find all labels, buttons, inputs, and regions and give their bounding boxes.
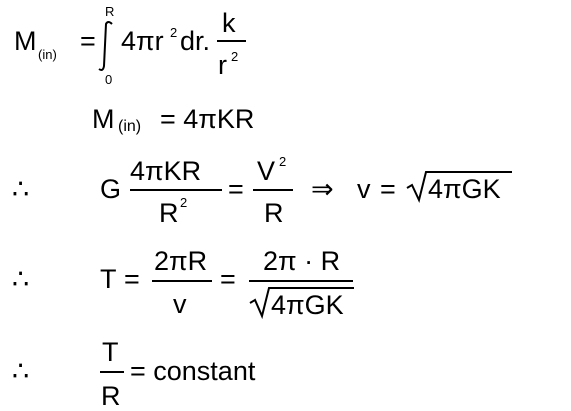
differential: dr. [180,26,211,56]
result-expression: = 4πKR [160,104,255,134]
fraction-denominator: v [173,289,187,319]
therefore-symbol: ∴ [12,264,30,295]
integral-lower-limit: 0 [105,72,113,87]
fraction-numerator: 2πR [154,246,208,276]
fraction-denominator: R [159,198,179,228]
equals-sign: = [80,26,96,56]
therefore-symbol: ∴ [12,356,30,387]
fraction-numerator-2: V [257,156,276,186]
equals-sign-2: = [220,264,236,294]
fraction-numerator-2-exponent: 2 [279,154,287,169]
fraction-denominator-exponent: 2 [180,195,188,210]
period-symbol: T [100,264,117,294]
mass-symbol: M [92,104,115,134]
result-expression: = constant [130,356,256,386]
fraction-bar [152,280,212,282]
fraction-denominator-2: R [264,198,284,228]
radicand: 4πGK [428,174,501,204]
implies-arrow: ⇒ [311,174,334,205]
equals-sign-2: = [380,174,396,204]
velocity-symbol: v [357,174,371,204]
fraction-bar [100,371,124,373]
integral-sign [98,21,113,71]
mass-subscript: (in) [38,47,57,62]
fraction-numerator: 4πKR [130,156,202,186]
fraction-bar [130,189,222,191]
integral-upper-limit: R [105,4,115,19]
equals-sign: = [124,264,140,294]
mass-subscript: (in) [118,118,142,135]
square-root-sign-2 [249,287,354,320]
fraction-numerator-2: 2π · R [263,246,341,276]
square-root-sign [406,171,512,203]
fraction-numerator: T [102,337,119,367]
fraction-denominator: r [218,50,227,80]
fraction-denominator: R [101,381,121,411]
fraction-numerator: k [222,8,236,38]
fraction-bar [217,40,246,42]
integrand-exponent: 2 [170,25,178,40]
equals-sign: = [228,174,244,204]
gravitational-constant: G [100,174,122,204]
integrand: 4πr [121,26,164,56]
fraction-bar-2 [253,189,293,191]
mass-symbol: M [14,26,37,56]
fraction-bar-2 [249,280,353,282]
therefore-symbol: ∴ [12,174,30,205]
radicand: 4πGK [271,290,344,320]
fraction-denominator-exponent: 2 [231,49,239,64]
